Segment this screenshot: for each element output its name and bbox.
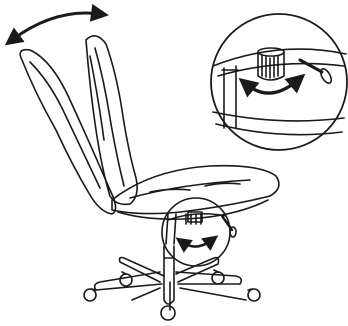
- mechanism-callout-large: [211, 14, 347, 150]
- rotation-arrow-base-icon: [182, 240, 212, 247]
- star-base: [95, 258, 246, 311]
- recline-arrow-icon: [12, 13, 100, 40]
- backrest-upright: [86, 36, 137, 205]
- seat-post-icon: [222, 66, 238, 128]
- rotation-arrow-magnified-icon: [246, 80, 298, 93]
- caster-wheels: [84, 270, 260, 320]
- gas-cylinder: [164, 246, 174, 304]
- mechanism-callout-small: [162, 198, 236, 266]
